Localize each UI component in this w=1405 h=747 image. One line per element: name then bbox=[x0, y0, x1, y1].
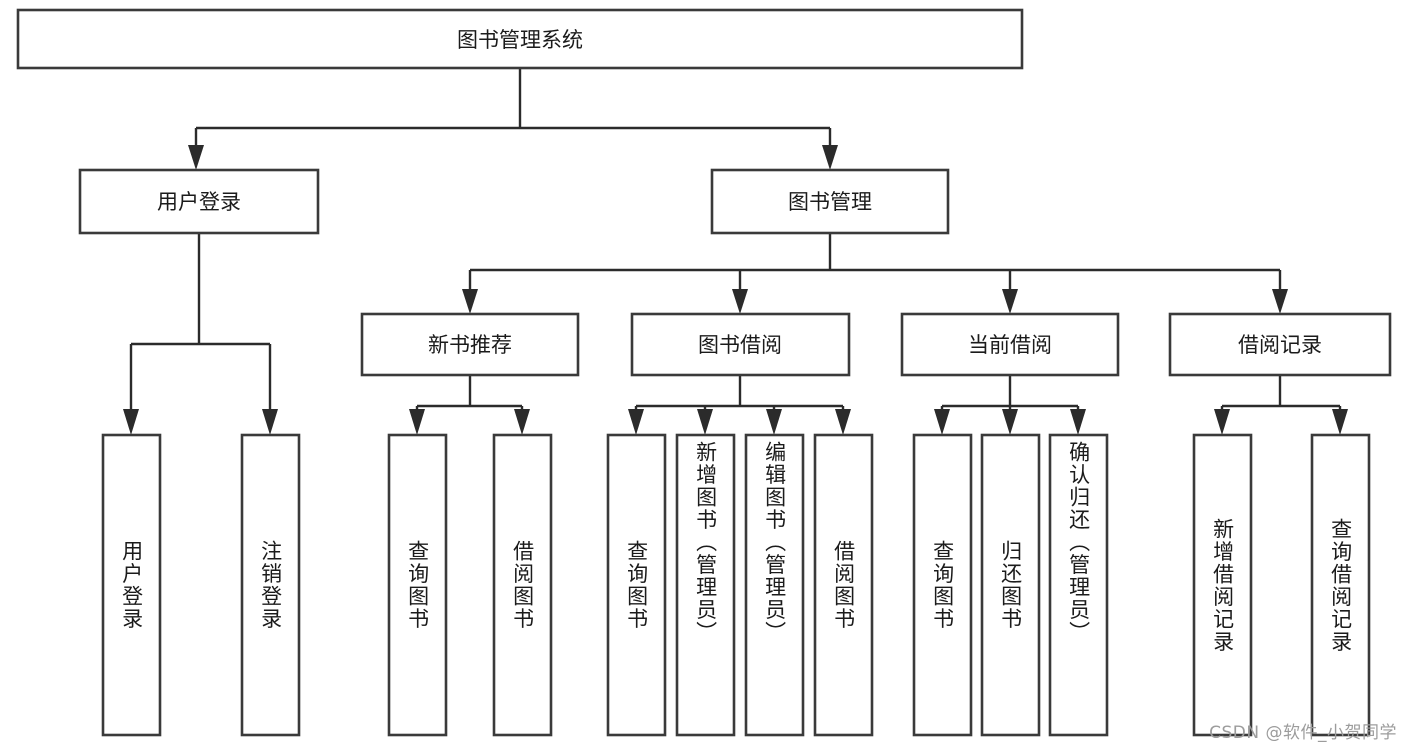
edge-group-user-login bbox=[123, 233, 278, 435]
node-user-login-label: 用户登录 bbox=[157, 190, 241, 214]
arrow-head-cb-leaf2 bbox=[1002, 409, 1018, 435]
node-root[interactable]: 图书管理系统 bbox=[16, 8, 1024, 70]
edge-group-book-borrow bbox=[628, 375, 851, 435]
node-book-management-label: 图书管理 bbox=[788, 190, 872, 214]
arrow-head-nb-leaf2 bbox=[514, 409, 530, 435]
leaf-box-query-book-3[interactable] bbox=[912, 433, 973, 737]
edge-group-book-mgmt bbox=[462, 233, 1288, 314]
arrow-head-new-book bbox=[462, 289, 478, 314]
arrow-head-br-leaf2 bbox=[1332, 409, 1348, 435]
leaf-box-confirm-return[interactable] bbox=[1048, 433, 1109, 737]
arrow-head-bb-leaf4 bbox=[835, 409, 851, 435]
node-borrow-record[interactable]: 借阅记录 bbox=[1168, 312, 1392, 377]
arrow-head-bb-leaf1 bbox=[628, 409, 644, 435]
edge-group-root bbox=[188, 68, 838, 170]
edge-group-current-borrow bbox=[934, 375, 1086, 435]
leaf-box-query-book-1[interactable] bbox=[387, 433, 448, 737]
arrow-head-ul-leaf1 bbox=[123, 409, 139, 435]
arrow-head-br-leaf1 bbox=[1214, 409, 1230, 435]
leaf-box-add-book[interactable] bbox=[675, 433, 736, 737]
node-new-book-recommend-box[interactable] bbox=[360, 312, 580, 377]
arrow-head-book-borrow bbox=[732, 289, 748, 314]
leaf-box-user-login[interactable] bbox=[101, 433, 162, 737]
node-user-login[interactable]: 用户登录 bbox=[78, 168, 320, 235]
node-book-borrow-box[interactable] bbox=[630, 312, 851, 377]
arrow-head-bb-leaf3 bbox=[766, 409, 782, 435]
node-current-borrow[interactable]: 当前借阅 bbox=[900, 312, 1120, 377]
arrow-head-ul-leaf2 bbox=[262, 409, 278, 435]
leaf-box-edit-book[interactable] bbox=[744, 433, 805, 737]
leaf-box-borrow-book-1[interactable] bbox=[492, 433, 553, 737]
arrow-head-cb-leaf1 bbox=[934, 409, 950, 435]
edge-group-borrow-record bbox=[1214, 375, 1348, 435]
arrow-head-borrow-record bbox=[1272, 289, 1288, 314]
node-root-box[interactable] bbox=[16, 8, 1024, 70]
leaf-box-return-book[interactable] bbox=[980, 433, 1041, 737]
node-borrow-record-box[interactable] bbox=[1168, 312, 1392, 377]
leaf-box-borrow-book-2[interactable] bbox=[813, 433, 874, 737]
node-borrow-record-label: 借阅记录 bbox=[1238, 333, 1322, 357]
arrow-head-current-borrow bbox=[1002, 289, 1018, 314]
arrow-head-cb-leaf3 bbox=[1070, 409, 1086, 435]
node-book-borrow-label: 图书借阅 bbox=[698, 333, 782, 357]
leaf-box-query-book-2[interactable] bbox=[606, 433, 667, 737]
node-new-book-recommend-label: 新书推荐 bbox=[428, 333, 512, 357]
node-current-borrow-box[interactable] bbox=[900, 312, 1120, 377]
csdn-watermark: CSDN @软件_小贺同学 bbox=[1209, 723, 1397, 743]
node-root-label: 图书管理系统 bbox=[457, 28, 583, 52]
arrow-head-bb-leaf2 bbox=[697, 409, 713, 435]
leaf-box-add-borrow-record[interactable] bbox=[1192, 433, 1253, 737]
node-new-book-recommend[interactable]: 新书推荐 bbox=[360, 312, 580, 377]
node-book-management-box[interactable] bbox=[710, 168, 950, 235]
node-book-borrow[interactable]: 图书借阅 bbox=[630, 312, 851, 377]
leaf-box-query-borrow-record[interactable] bbox=[1310, 433, 1371, 737]
leaf-box-logout-login[interactable] bbox=[240, 433, 301, 737]
edge-group-new-book bbox=[409, 375, 530, 435]
node-current-borrow-label: 当前借阅 bbox=[968, 333, 1052, 357]
arrow-head-user-login bbox=[188, 145, 204, 170]
arrow-head-book-mgmt bbox=[822, 145, 838, 170]
node-user-login-box[interactable] bbox=[78, 168, 320, 235]
node-book-management[interactable]: 图书管理 bbox=[710, 168, 950, 235]
arrow-head-nb-leaf1 bbox=[409, 409, 425, 435]
